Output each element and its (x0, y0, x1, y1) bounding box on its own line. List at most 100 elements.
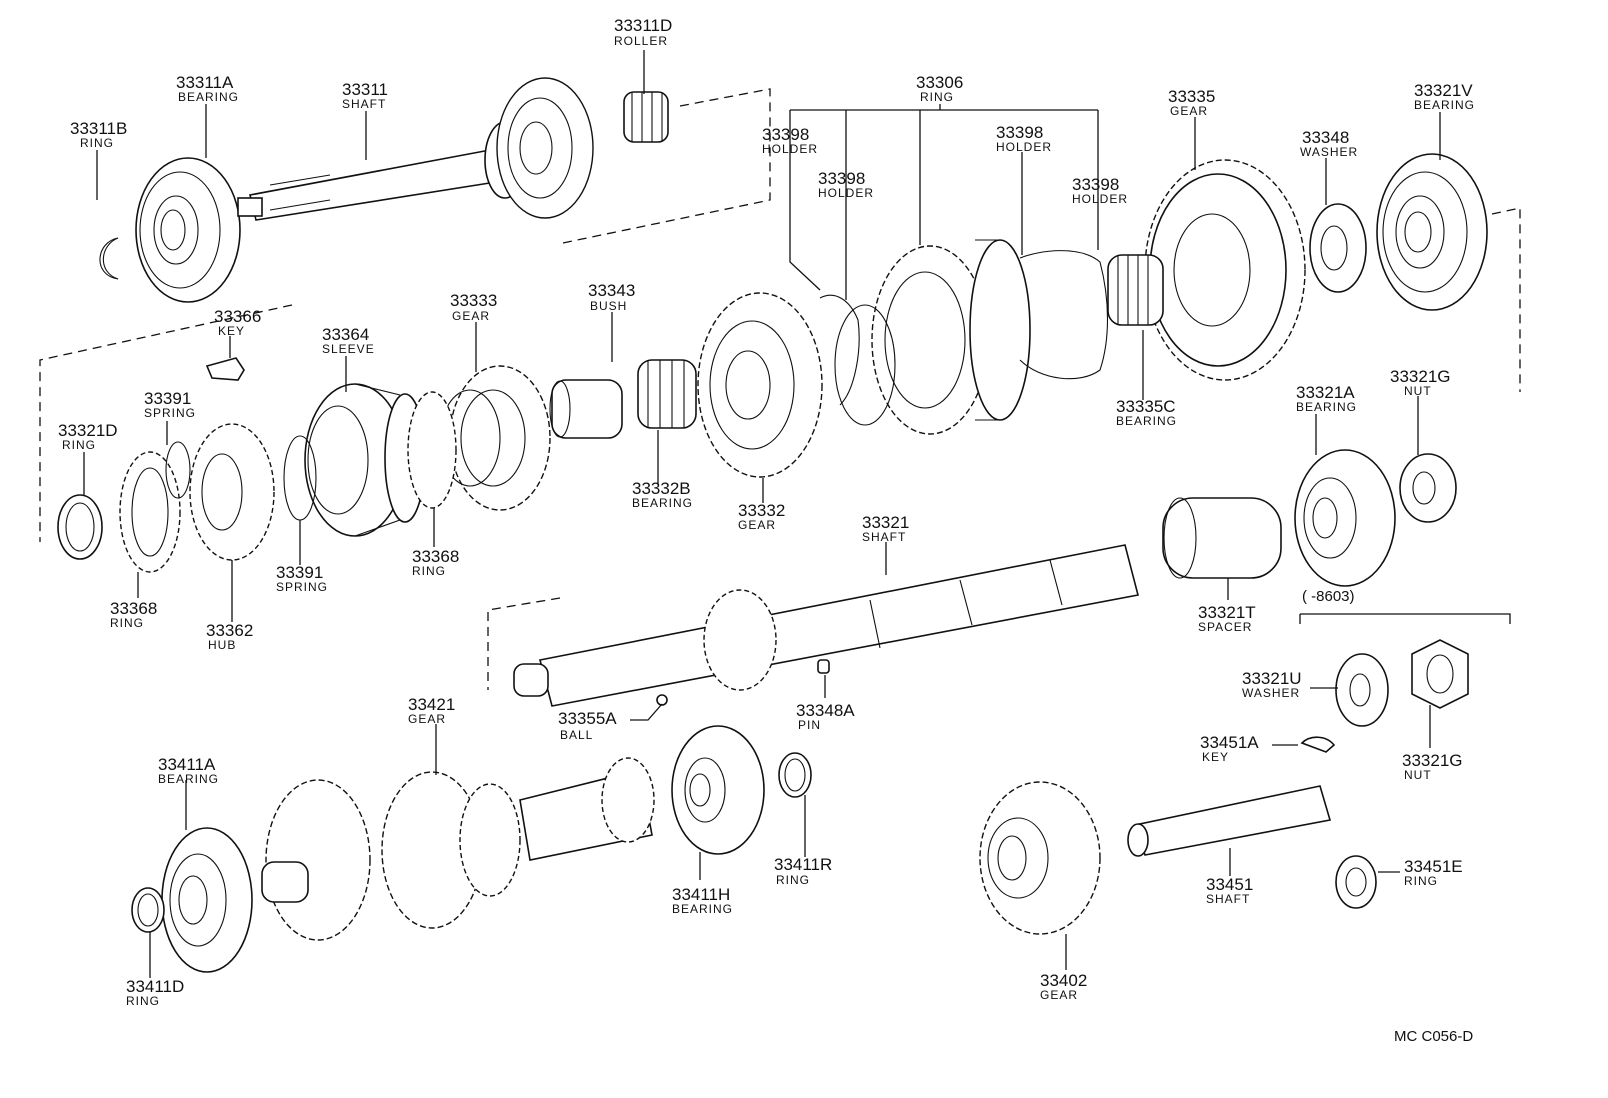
svg-text:33321A: 33321A (1296, 383, 1355, 402)
svg-text:HOLDER: HOLDER (818, 186, 874, 200)
label-33411D: 33411D RING (126, 977, 184, 1008)
pin-33348A-drawing (817, 659, 830, 674)
label-33398-d: 33398 HOLDER (1072, 175, 1127, 206)
label-33311: 33311 SHAFT (342, 80, 388, 111)
label-33451E: 33451E RING (1404, 857, 1463, 888)
gear-33335-drawing (1144, 159, 1306, 381)
svg-text:33411A: 33411A (158, 755, 216, 774)
svg-text:33398: 33398 (996, 123, 1043, 142)
svg-text:33391: 33391 (276, 563, 323, 582)
hub-33362-drawing (189, 423, 275, 561)
svg-text:RING: RING (1404, 874, 1438, 888)
counter-gear-33421-drawing (261, 757, 655, 941)
svg-text:RING: RING (110, 616, 144, 630)
label-33398-b: 33398 HOLDER (818, 169, 874, 200)
svg-text:33321: 33321 (862, 513, 909, 532)
svg-text:33421: 33421 (408, 695, 455, 714)
svg-text:33321T: 33321T (1198, 603, 1256, 622)
svg-text:33368: 33368 (110, 599, 157, 618)
label-33362: 33362 HUB (206, 621, 253, 652)
label-33391-lower: 33391 SPRING (276, 563, 328, 594)
snap-ring-33411D-drawing (131, 887, 165, 933)
svg-text:33451: 33451 (1206, 875, 1253, 894)
label-33364: 33364 SLEEVE (322, 325, 374, 356)
nut-33321G-lower-drawing (1411, 639, 1469, 709)
snap-ring-33311B-drawing (99, 237, 119, 280)
snap-ring-33321D-drawing (57, 494, 103, 560)
svg-text:33366: 33366 (214, 307, 261, 326)
label-33321A: 33321A BEARING (1296, 383, 1357, 414)
roller-33311D-drawing (623, 91, 669, 143)
svg-text:GEAR: GEAR (1170, 104, 1208, 118)
svg-text:33348: 33348 (1302, 128, 1349, 147)
nut-33321G-upper-drawing (1399, 453, 1457, 523)
svg-text:BEARING: BEARING (1296, 400, 1357, 414)
assembly-dashed-lines (39, 88, 1521, 690)
input-shaft-33311-drawing (237, 77, 594, 221)
label-33355A: 33355A BALL (558, 709, 617, 742)
spring-33391-upper-drawing (165, 441, 191, 499)
svg-text:33306: 33306 (916, 73, 963, 92)
svg-text:BEARING: BEARING (672, 902, 733, 916)
svg-text:GEAR: GEAR (408, 712, 446, 726)
svg-text:33311D: 33311D (614, 16, 672, 35)
key-33366-drawing (205, 357, 245, 381)
part-drawings (57, 77, 1488, 973)
e-ring-33451E-drawing (1335, 855, 1377, 909)
label-33321G-lower: 33321G NUT (1402, 751, 1463, 782)
label-33402: 33402 GEAR (1040, 971, 1087, 1002)
svg-text:33335C: 33335C (1116, 397, 1176, 416)
sleeve-33364-drawing (304, 383, 426, 537)
svg-text:33333: 33333 (450, 291, 497, 310)
label-33332: 33332 GEAR (738, 501, 785, 532)
svg-text:33343: 33343 (588, 281, 635, 300)
svg-text:RING: RING (776, 873, 810, 887)
idler-shaft-33451-drawing (1127, 785, 1332, 857)
label-33368-lower: 33368 RING (110, 599, 157, 630)
svg-text:HOLDER: HOLDER (996, 140, 1052, 154)
label-33311D: 33311D ROLLER (614, 16, 672, 48)
gear-33332-drawing (697, 292, 823, 478)
svg-text:NUT: NUT (1404, 768, 1432, 782)
figure-code: MC C056-D (1394, 1028, 1473, 1045)
bearing-33411H-drawing (671, 725, 765, 855)
svg-text:33362: 33362 (206, 621, 253, 640)
svg-text:33411R: 33411R (774, 855, 832, 874)
svg-text:33311: 33311 (342, 80, 388, 99)
ball-33355A-drawing (656, 694, 668, 706)
label-33333: 33333 GEAR (450, 291, 497, 323)
bearing-33321A-drawing (1294, 449, 1396, 587)
svg-text:KEY: KEY (218, 324, 245, 338)
label-33332B: 33332B BEARING (632, 479, 692, 510)
label-33321T: 33321T SPACER (1198, 603, 1256, 634)
svg-text:RING: RING (920, 90, 954, 104)
label-33411R: 33411R RING (774, 855, 832, 887)
label-33321: 33321 SHAFT (862, 513, 909, 544)
svg-text:GEAR: GEAR (1040, 988, 1078, 1002)
svg-text:33321G: 33321G (1390, 367, 1451, 386)
svg-text:33348A: 33348A (796, 701, 855, 720)
svg-text:HOLDER: HOLDER (762, 142, 818, 156)
svg-text:KEY: KEY (1202, 750, 1229, 764)
needle-bearing-33332B-drawing (637, 359, 697, 429)
label-33411A: 33411A BEARING (158, 755, 218, 786)
label-33451: 33451 SHAFT (1206, 875, 1253, 906)
svg-text:33335: 33335 (1168, 87, 1215, 106)
svg-text:BALL: BALL (560, 728, 593, 742)
svg-text:33398: 33398 (762, 125, 809, 144)
label-33343: 33343 BUSH (588, 281, 635, 313)
leader-lines (83, 50, 1511, 978)
svg-text:SPRING: SPRING (144, 406, 196, 420)
svg-text:GEAR: GEAR (452, 309, 490, 323)
svg-text:BEARING: BEARING (1414, 98, 1475, 112)
label-33391-upper: 33391 SPRING (144, 389, 196, 420)
svg-text:SHAFT: SHAFT (862, 530, 906, 544)
svg-text:33321U: 33321U (1242, 669, 1302, 688)
label-33311B: 33311B RING (70, 119, 127, 150)
svg-text:33451E: 33451E (1404, 857, 1463, 876)
svg-text:SPACER: SPACER (1198, 620, 1252, 634)
washer-33348-drawing (1309, 203, 1367, 293)
svg-text:SPRING: SPRING (276, 580, 328, 594)
label-33411H: 33411H BEARING (672, 885, 733, 916)
